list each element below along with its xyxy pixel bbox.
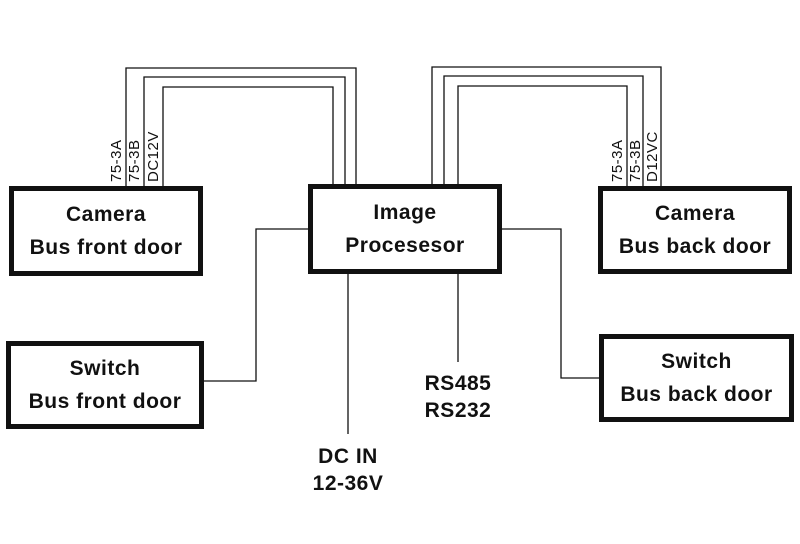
serial-port-rs232: RS232 — [424, 399, 492, 422]
wire-switch-back — [500, 228, 600, 379]
camera-back-title: Camera — [654, 202, 736, 225]
image-processor-box: Image Procesesor — [308, 184, 502, 274]
serial-port-rs485: RS485 — [424, 372, 492, 395]
power-input-label: DC IN 12-36V — [292, 443, 404, 497]
wire-back-75-3a — [431, 66, 662, 188]
image-processor-title: Image — [373, 201, 437, 224]
serial-port-label: RS485 RS232 — [412, 370, 504, 424]
power-input-title: DC IN — [318, 445, 378, 468]
wire-switch-front — [203, 228, 310, 382]
camera-front-subtitle: Bus front door — [29, 236, 183, 259]
wire-front-dc12v — [162, 86, 334, 188]
switch-back-title: Switch — [661, 350, 732, 373]
cable-label-back-75-3a: 75-3A — [609, 139, 626, 182]
image-processor-subtitle: Procesesor — [345, 234, 465, 257]
camera-back-subtitle: Bus back door — [618, 235, 772, 258]
camera-back-box: Camera Bus back door — [598, 186, 792, 274]
camera-front-box: Camera Bus front door — [9, 186, 203, 276]
wire-back-75-3b — [443, 75, 644, 188]
switch-front-title: Switch — [69, 357, 141, 380]
cable-label-front-75-3b: 75-3B — [126, 139, 143, 182]
cable-label-front-75-3a: 75-3A — [108, 139, 125, 182]
camera-front-title: Camera — [65, 203, 147, 226]
power-input-voltage: 12-36V — [312, 472, 384, 495]
cable-label-front-dc12v: DC12V — [145, 131, 162, 182]
cable-label-back-75-3b: 75-3B — [627, 139, 644, 182]
switch-front-box: Switch Bus front door — [6, 341, 204, 429]
wire-front-75-3a — [125, 67, 357, 188]
cable-label-back-d12vc: D12VC — [644, 131, 661, 182]
wire-back-d12vc — [457, 85, 628, 188]
switch-front-subtitle: Bus front door — [28, 390, 182, 413]
switch-back-subtitle: Bus back door — [620, 383, 773, 406]
switch-back-box: Switch Bus back door — [599, 334, 794, 422]
wire-front-75-3b — [143, 76, 346, 188]
